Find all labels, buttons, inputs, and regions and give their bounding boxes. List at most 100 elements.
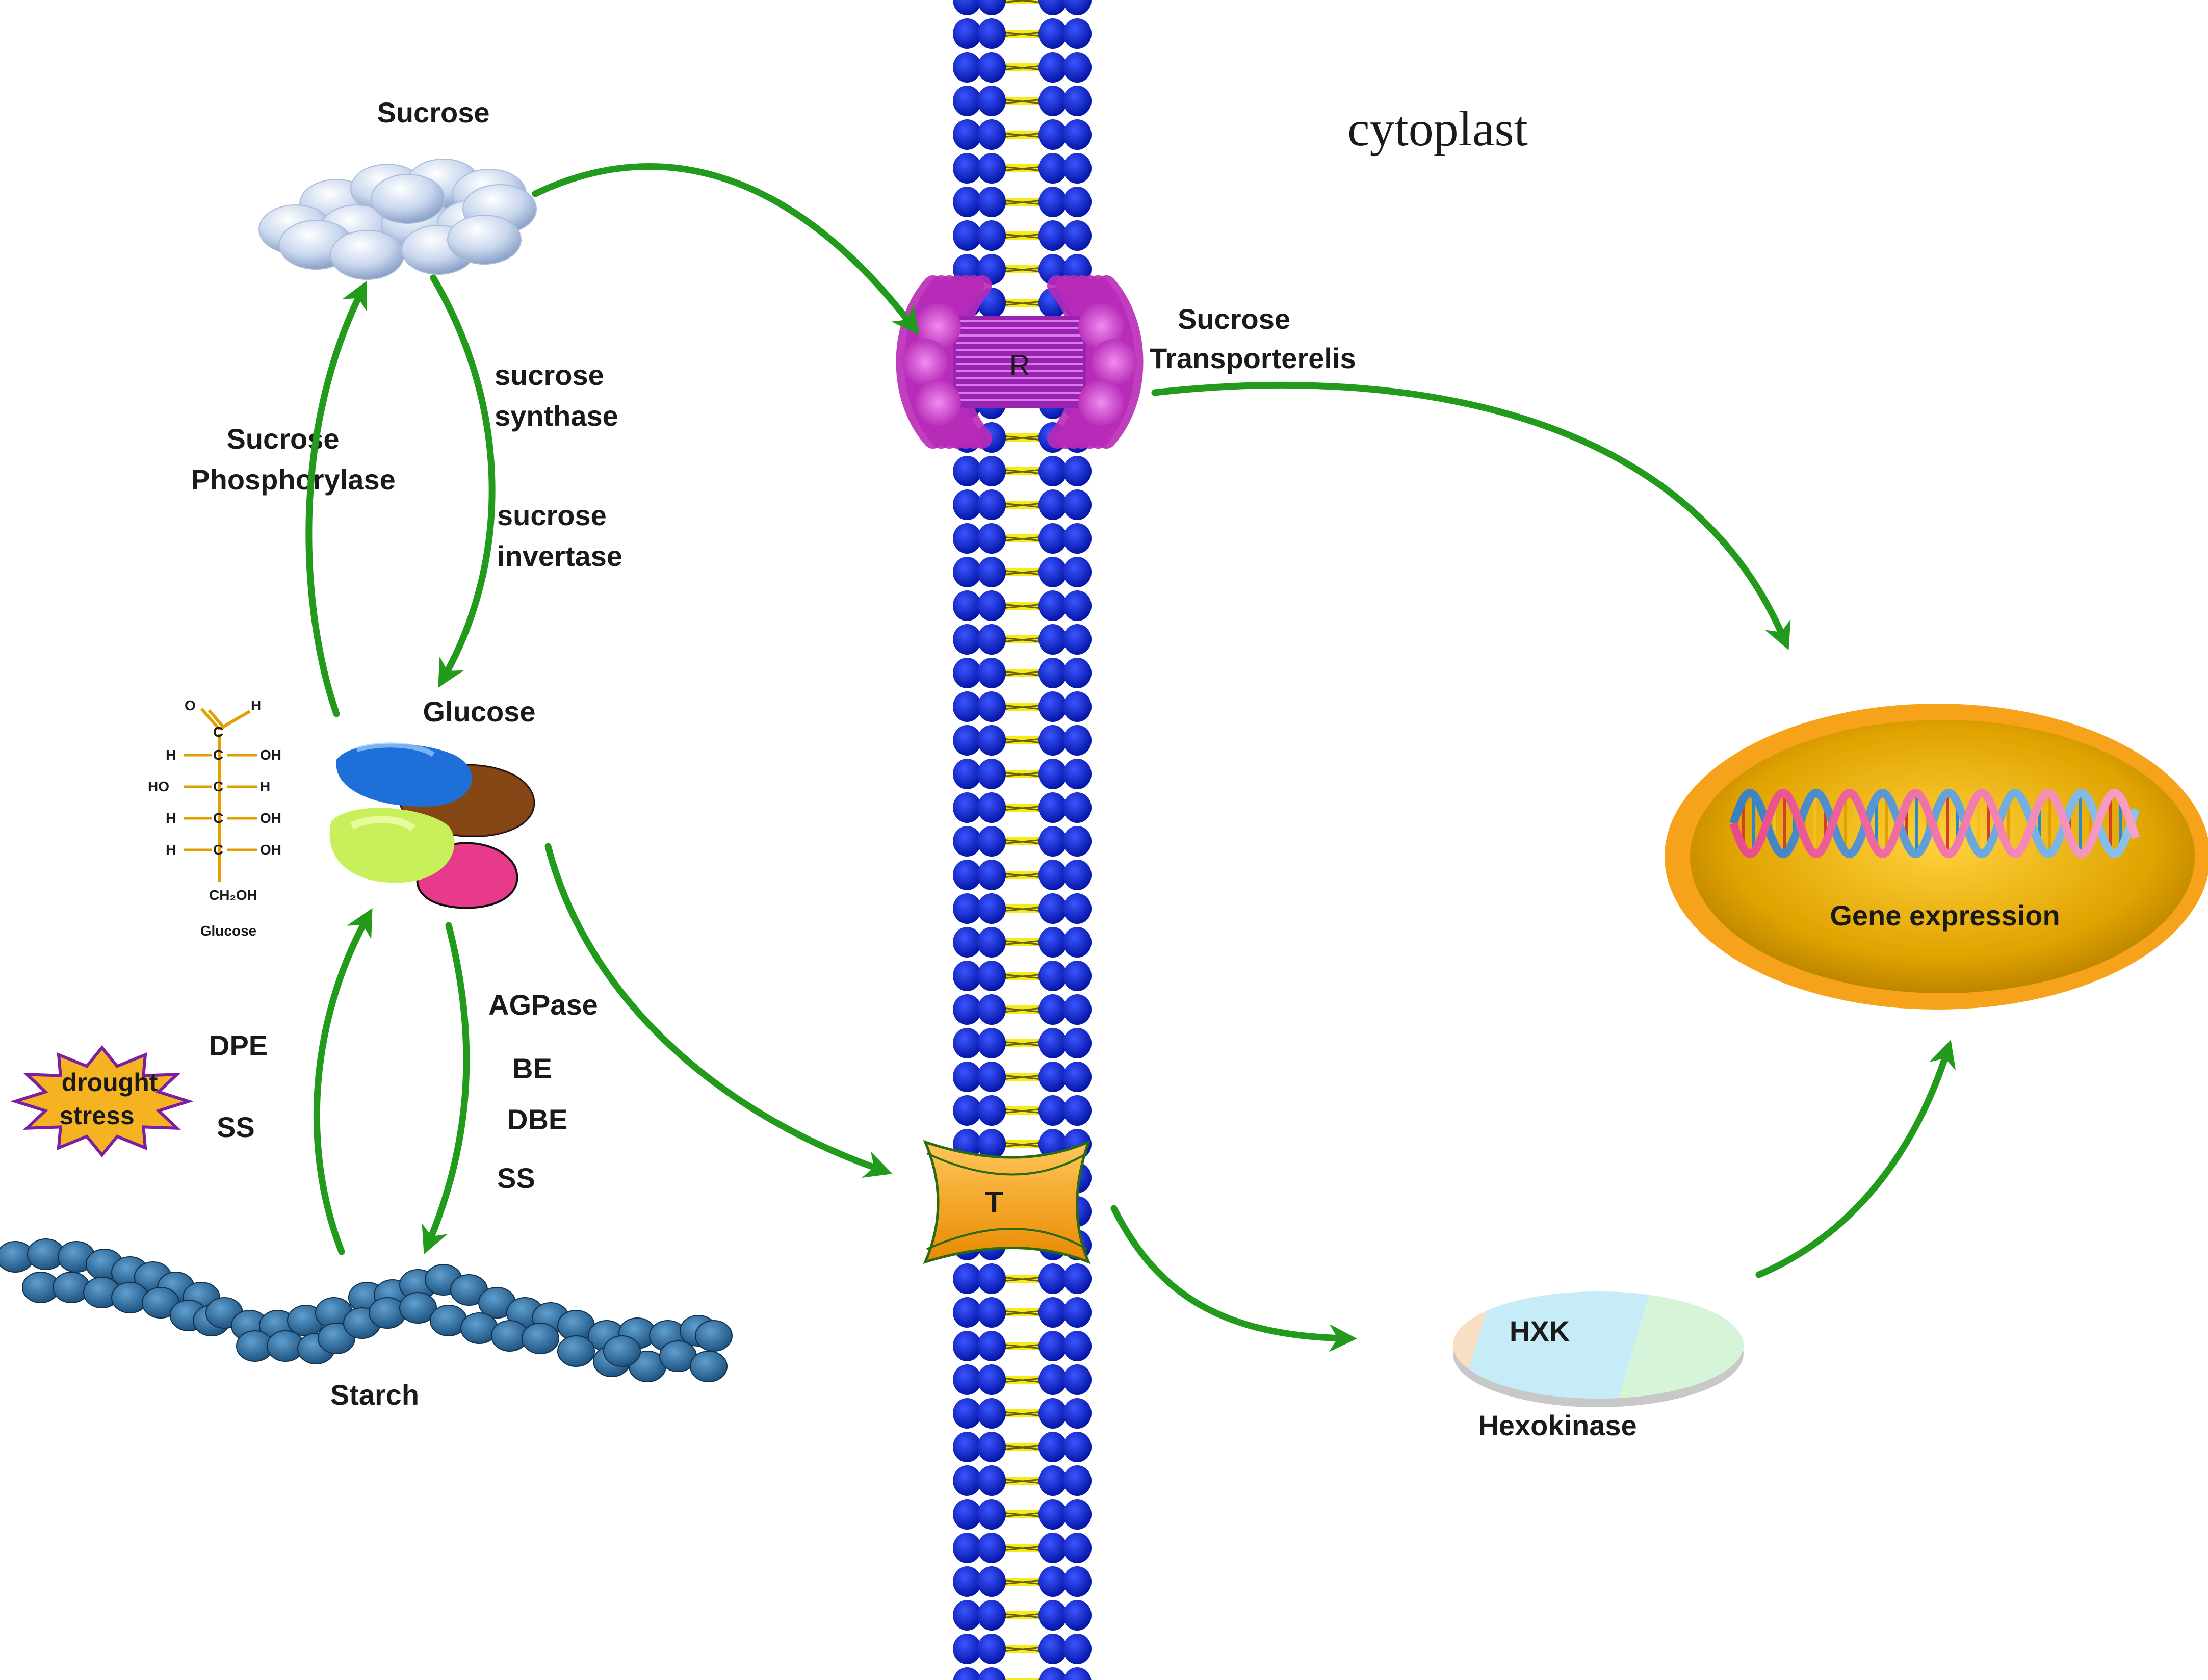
lipid-head xyxy=(1063,725,1092,756)
arrow-receptor-to-nucleus xyxy=(1151,381,1791,651)
lipid-head xyxy=(1038,860,1067,890)
arrow-starch-to-glucose xyxy=(313,908,373,1255)
lipid-head xyxy=(1038,1398,1067,1429)
lipid-head xyxy=(1038,792,1067,823)
lipid-head xyxy=(953,456,981,486)
lipid-head xyxy=(953,893,981,924)
lipid-head xyxy=(977,893,1006,924)
lipid-head xyxy=(1038,523,1067,554)
drought-label-line2: stress xyxy=(59,1101,134,1130)
lipid-head xyxy=(977,187,1006,217)
lipid-head xyxy=(953,52,981,83)
glucose-row-right: OH xyxy=(260,747,281,763)
lipid-head xyxy=(1038,1533,1067,1563)
lipid-head xyxy=(977,1364,1006,1395)
lipid-head xyxy=(1038,893,1067,924)
glucose-row-carbon: C xyxy=(213,747,223,763)
lipid-head xyxy=(977,489,1006,520)
lipid-tail xyxy=(999,1678,1045,1680)
lipid-head xyxy=(1038,691,1067,722)
sucrose-receptor: R xyxy=(896,275,1144,449)
lipid-head xyxy=(977,1499,1006,1530)
lipid-head xyxy=(1038,658,1067,688)
lipid-head xyxy=(953,1667,981,1680)
lipid-head xyxy=(1038,1062,1067,1092)
glucose-row-right: H xyxy=(260,779,270,794)
lipid-head xyxy=(1063,826,1092,857)
lipid-head xyxy=(1063,456,1092,486)
lipid-head xyxy=(1063,153,1092,184)
hxk-label: HXK xyxy=(1510,1315,1570,1347)
lipid-head xyxy=(1063,1667,1092,1680)
arrow-hexokinase-to-nucleus xyxy=(1755,1040,1956,1278)
lipid-head xyxy=(977,1566,1006,1597)
agpase-label: AGPase xyxy=(488,989,598,1021)
lipid-head xyxy=(953,153,981,184)
lipid-head xyxy=(953,86,981,116)
lipid-head xyxy=(1038,0,1067,15)
lipid-head xyxy=(1038,1432,1067,1462)
starch-chain xyxy=(0,1238,733,1382)
lipid-head xyxy=(977,1263,1006,1294)
lipid-head xyxy=(1063,1331,1092,1361)
sucrose-invertase-label-line2: invertase xyxy=(497,540,622,572)
arrow-glucose-to-transporter xyxy=(544,843,893,1178)
lipid-head xyxy=(953,994,981,1025)
dna-helix-icon xyxy=(1729,789,2140,858)
lipid-head xyxy=(1063,1465,1092,1496)
arrow-sucrose-to-glucose xyxy=(430,274,496,688)
lipid-head xyxy=(977,52,1006,83)
lipid-head xyxy=(953,119,981,150)
lipid-head xyxy=(977,691,1006,722)
lipid-head xyxy=(1038,826,1067,857)
lipid-head xyxy=(977,119,1006,150)
lipid-head xyxy=(1038,1600,1067,1631)
lipid-head xyxy=(977,1297,1006,1328)
lipid-head xyxy=(1063,18,1092,49)
lipid-head xyxy=(1038,18,1067,49)
gene-expression-label: Gene expression xyxy=(1830,899,2060,932)
starch-glucose-unit xyxy=(399,1292,437,1324)
sucrose-unit xyxy=(447,215,522,265)
lipid-head xyxy=(953,0,981,15)
lipid-head xyxy=(1063,927,1092,958)
lipid-head xyxy=(1038,624,1067,655)
lipid-head xyxy=(1063,1533,1092,1563)
lipid-head xyxy=(1063,893,1092,924)
lipid-head xyxy=(953,927,981,958)
lipid-head xyxy=(1038,1095,1067,1126)
lipid-head xyxy=(1063,1364,1092,1395)
lipid-head xyxy=(977,1634,1006,1664)
sucrose-synthase-label-line2: synthase xyxy=(495,400,618,432)
lipid-head xyxy=(977,1331,1006,1361)
lipid-head xyxy=(953,1634,981,1664)
glucose-structure-caption: Glucose xyxy=(200,923,256,939)
glucose-h-atom: H xyxy=(251,697,261,713)
lipid-head xyxy=(1063,523,1092,554)
glucose-row-left: H xyxy=(166,810,176,826)
starch-glucose-unit xyxy=(522,1323,559,1354)
lipid-head xyxy=(953,1364,981,1395)
glucose-row-right: OH xyxy=(260,842,281,858)
lipid-head xyxy=(977,0,1006,15)
glucose-molecule-group xyxy=(329,742,535,909)
lipid-head xyxy=(1038,725,1067,756)
lipid-head xyxy=(953,187,981,217)
lipid-head xyxy=(953,1566,981,1597)
be-label: BE xyxy=(512,1052,552,1084)
lipid-head xyxy=(953,624,981,655)
sucrose-phosphorylase-label-line1: Sucrose xyxy=(227,423,340,455)
sucrose-unit xyxy=(371,174,445,224)
lipid-head xyxy=(953,1600,981,1631)
lipid-head xyxy=(977,557,1006,587)
lipid-head xyxy=(977,826,1006,857)
lipid-head xyxy=(953,826,981,857)
lipid-head xyxy=(953,489,981,520)
drought-label-line1: drought xyxy=(62,1068,158,1097)
lipid-head xyxy=(1063,624,1092,655)
lipid-head xyxy=(1063,1095,1092,1126)
lipid-head xyxy=(953,1028,981,1058)
cytoplast-label: cytoplast xyxy=(1347,101,1528,157)
lipid-head xyxy=(953,658,981,688)
